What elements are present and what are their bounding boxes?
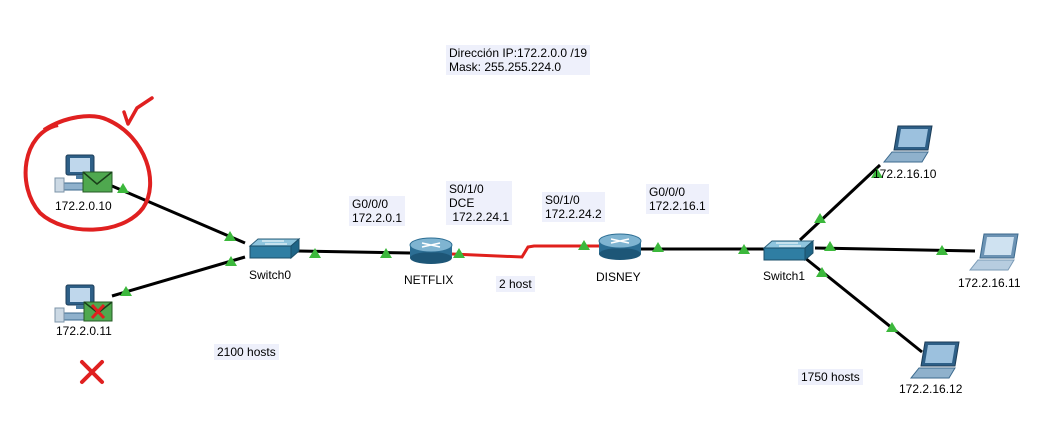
netflix-s0-note[interactable]: S0/1/0 DCE 172.2.24.1: [446, 181, 513, 225]
laptop0-device[interactable]: [882, 125, 933, 163]
interface-ip: 172.2.24.1: [449, 210, 510, 224]
pdu-success-envelope-icon[interactable]: [82, 171, 113, 193]
port-up-icon: [453, 248, 465, 258]
port-up-icon: [814, 213, 826, 223]
red-x-annotation-icon: [80, 360, 104, 384]
laptop1-device[interactable]: [968, 233, 1019, 271]
port-up-icon: [816, 267, 828, 277]
netflix-router-device[interactable]: [409, 237, 453, 264]
port-up-icon: [824, 241, 836, 251]
serial-link-netflix-disney[interactable]: [451, 244, 600, 259]
red-checkmark-annotation-icon: [122, 96, 154, 126]
red-circle-annotation-icon: [23, 114, 153, 232]
disney-label: DISNEY: [596, 270, 641, 284]
port-up-icon: [224, 231, 236, 241]
port-up-icon: [652, 242, 664, 252]
switch1-device[interactable]: [762, 239, 815, 262]
port-up-icon: [871, 168, 883, 178]
laptop0-label: 172.2.16.10: [873, 167, 937, 181]
switch0-device[interactable]: [248, 237, 301, 260]
interface-ip: 172.2.0.1: [352, 211, 403, 225]
port-indicators: [117, 168, 948, 332]
interface-ip: 172.2.16.1: [649, 199, 706, 213]
interface-name: S0/1/0: [545, 193, 580, 207]
right-lan-hosts-note[interactable]: 1750 hosts: [798, 369, 863, 385]
disney-s0-note[interactable]: S0/1/0 172.2.24.2: [542, 192, 605, 222]
interface-name: G0/0/0: [649, 185, 686, 199]
laptop1-label: 172.2.16.11: [958, 276, 1021, 290]
interface-name: G0/0/0: [352, 197, 389, 211]
link-pc1-switch0[interactable]: [111, 255, 246, 298]
interface-ip: 172.2.24.2: [545, 207, 602, 221]
port-up-icon: [936, 245, 948, 255]
wan-hosts-note[interactable]: 2 host: [496, 276, 535, 292]
disney-g0-note[interactable]: G0/0/0 172.2.16.1: [646, 184, 709, 214]
port-up-icon: [120, 286, 132, 296]
link-pc0-switch0[interactable]: [111, 184, 246, 245]
network-address-line: Dirección IP:172.2.0.0 /19: [449, 46, 588, 60]
port-up-icon: [117, 183, 129, 193]
link-switch1-laptop1[interactable]: [814, 246, 976, 253]
pc0-label: 172.2.0.10: [55, 199, 112, 213]
port-up-icon: [578, 240, 590, 250]
interface-name: S0/1/0: [449, 182, 484, 196]
port-up-icon: [225, 256, 237, 266]
port-up-icon: [886, 322, 898, 332]
network-mask-line: Mask: 255.255.224.0: [449, 60, 562, 74]
port-up-icon: [380, 248, 392, 258]
laptop2-label: 172.2.16.12: [899, 382, 963, 396]
netflix-label: NETFLIX: [404, 273, 454, 287]
link-switch1-laptop0[interactable]: [798, 163, 882, 242]
pdu-failed-envelope-icon[interactable]: [83, 301, 113, 322]
port-up-icon: [309, 248, 321, 258]
switch0-label: Switch0: [249, 268, 292, 282]
left-lan-hosts-note[interactable]: 2100 hosts: [214, 344, 279, 360]
pc1-label: 172.2.0.11: [56, 324, 112, 338]
network-address-note[interactable]: Dirección IP:172.2.0.0 /19 Mask: 255.255…: [446, 45, 591, 75]
laptop2-device[interactable]: [909, 341, 960, 379]
port-up-icon: [738, 244, 750, 254]
interface-mode: DCE: [449, 196, 475, 210]
netflix-g0-note[interactable]: G0/0/0 172.2.0.1: [349, 196, 406, 226]
disney-router-device[interactable]: [598, 233, 642, 260]
switch1-label: Switch1: [763, 269, 806, 283]
